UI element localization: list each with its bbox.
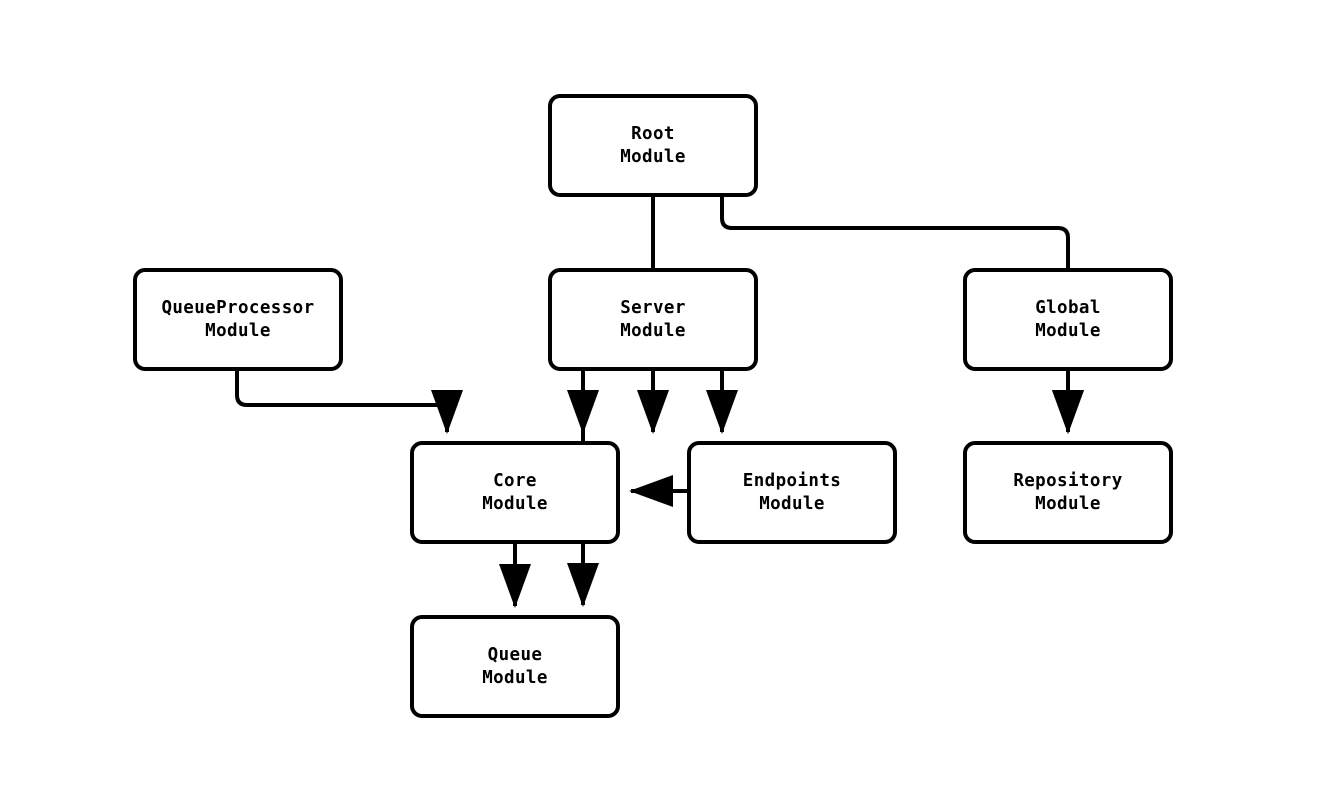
node-label-core-module: Core Module [482,470,548,514]
node-global-module[interactable]: Global Module [963,268,1173,371]
node-label-endpoints-module: Endpoints Module [742,470,842,514]
node-label-repository-module: Repository Module [1013,470,1123,514]
node-repository-module[interactable]: Repository Module [963,441,1173,544]
node-label-server-module: Server Module [620,297,686,341]
node-label-queue-module: Queue Module [482,644,548,688]
node-label-queueprocessor-module: QueueProcessor Module [161,297,315,341]
node-label-root-module: Root Module [620,123,686,167]
node-core-module[interactable]: Core Module [410,441,620,544]
node-label-global-module: Global Module [1035,297,1101,341]
node-server-module[interactable]: Server Module [548,268,758,371]
node-endpoints-module[interactable]: Endpoints Module [687,441,897,544]
node-queueprocessor-module[interactable]: QueueProcessor Module [133,268,343,371]
edge-queueprocessor-to-core [235,371,463,434]
node-queue-module[interactable]: Queue Module [410,615,620,718]
node-root-module[interactable]: Root Module [548,94,758,197]
